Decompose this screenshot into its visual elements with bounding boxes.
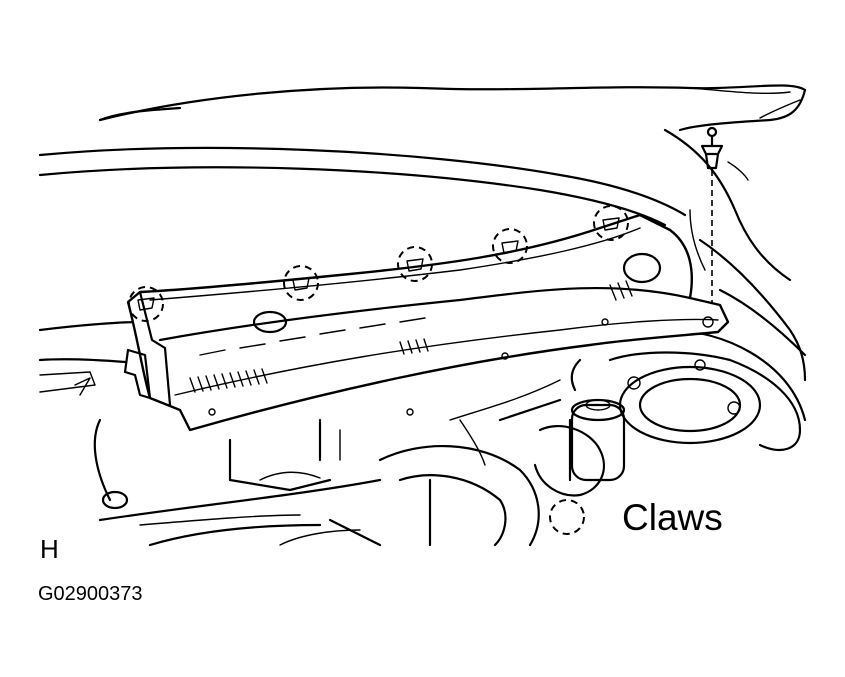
engine-compartment	[38, 320, 626, 547]
cowl-top-panel	[123, 213, 730, 432]
claw-marker	[492, 228, 528, 264]
claw-marker	[283, 265, 319, 301]
windshield-edge	[38, 146, 687, 227]
clip-fastener	[700, 126, 749, 320]
legend-claws-label: Claws	[622, 497, 723, 538]
view-letter: H	[40, 534, 59, 564]
claw-marker	[397, 246, 433, 282]
figure-code: G02900373	[38, 583, 143, 605]
hood-outline	[98, 84, 807, 132]
claw-marker	[128, 286, 164, 322]
claw-markers	[128, 205, 629, 322]
dashed-circle-icon	[549, 499, 585, 535]
vent-slots	[189, 280, 633, 393]
claw-marker	[593, 205, 629, 241]
